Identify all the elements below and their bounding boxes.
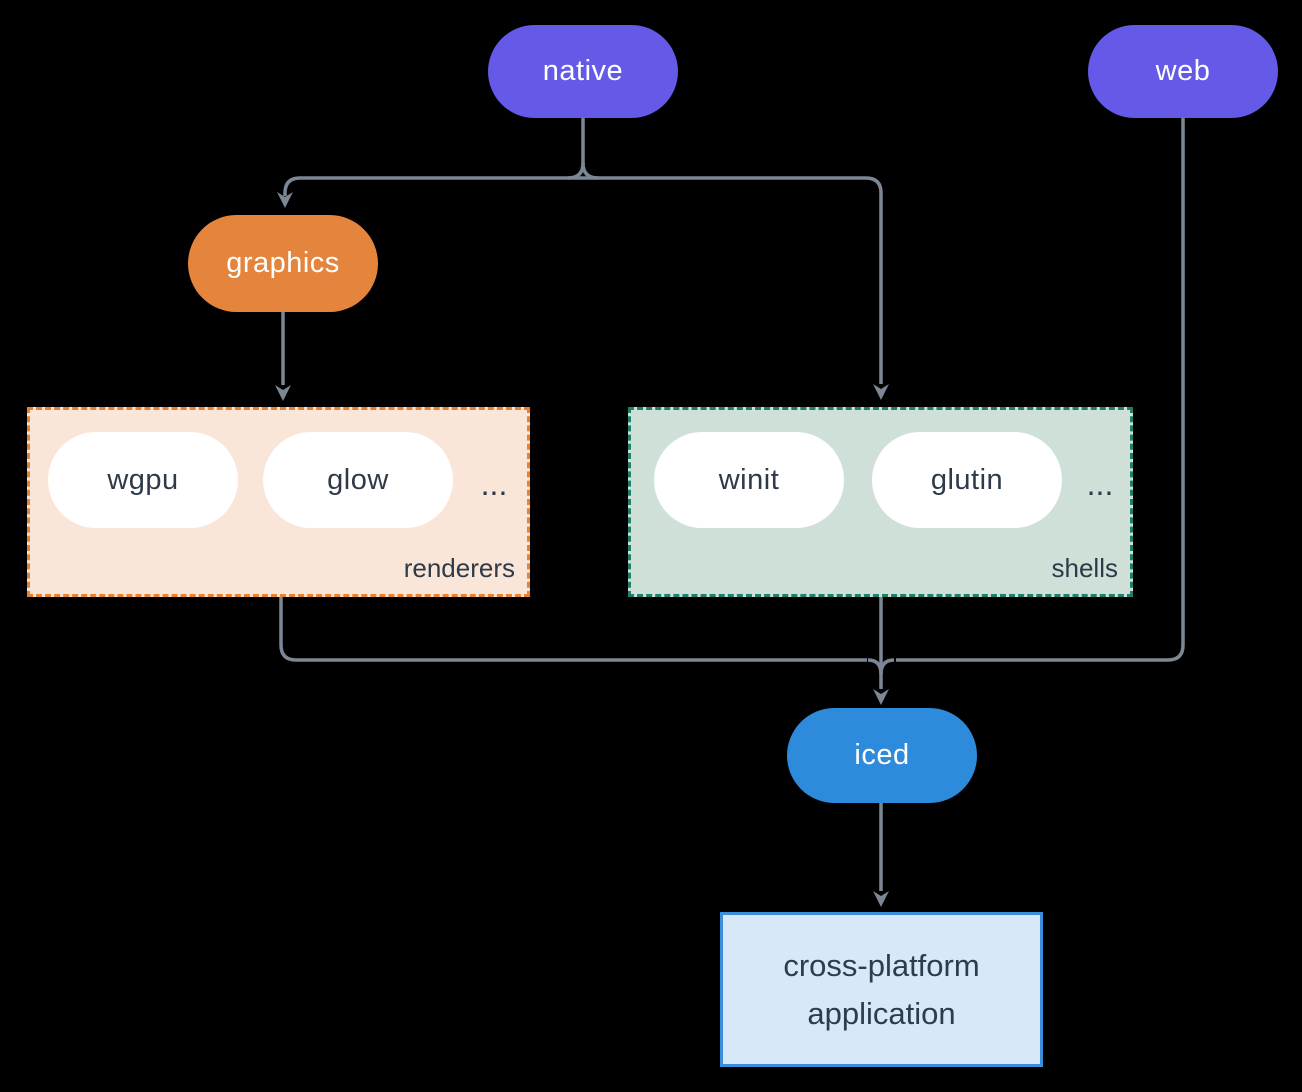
- edge-merge-flare-right: [879, 658, 895, 675]
- group-renderers-label: renderers: [403, 553, 515, 583]
- node-glow-label: glow: [327, 463, 389, 496]
- edge-to-graphics: [283, 176, 301, 196]
- arrowhead-graphics: [277, 192, 293, 208]
- group-shells-label: shells: [1051, 553, 1118, 583]
- node-winit-label: winit: [718, 463, 780, 496]
- node-wgpu: wgpu: [48, 432, 238, 528]
- node-iced: iced: [787, 708, 977, 803]
- node-glutin: glutin: [872, 432, 1062, 528]
- node-application: cross-platform application: [720, 912, 1043, 1067]
- node-application-line2: application: [807, 995, 956, 1031]
- arrowhead-app: [873, 891, 889, 907]
- edge-native-flare-left: [567, 162, 585, 180]
- node-glutin-label: glutin: [930, 463, 1004, 496]
- shells-ellipsis: ...: [1086, 465, 1114, 502]
- node-application-line1: cross-platform: [783, 947, 980, 983]
- node-native: native: [488, 25, 678, 118]
- node-glow: glow: [263, 432, 453, 528]
- arrowhead-shells: [873, 384, 889, 400]
- node-graphics: graphics: [188, 215, 378, 312]
- arrowhead-iced: [873, 689, 889, 705]
- node-graphics-label: graphics: [226, 247, 340, 279]
- node-web: web: [1088, 25, 1278, 118]
- node-native-label: native: [542, 55, 624, 87]
- edge-merge-flare-left: [867, 658, 883, 675]
- node-iced-label: iced: [854, 739, 910, 771]
- edge-web-merge: [896, 118, 1185, 662]
- arrowhead-renderers: [275, 385, 291, 401]
- node-wgpu-label: wgpu: [107, 463, 179, 496]
- renderers-ellipsis: ...: [480, 465, 508, 502]
- edge-renderers-merge: [279, 597, 867, 662]
- edge-to-shells: [865, 176, 883, 384]
- edge-native-flare-right: [581, 162, 599, 180]
- node-web-label: web: [1155, 55, 1211, 87]
- node-winit: winit: [654, 432, 844, 528]
